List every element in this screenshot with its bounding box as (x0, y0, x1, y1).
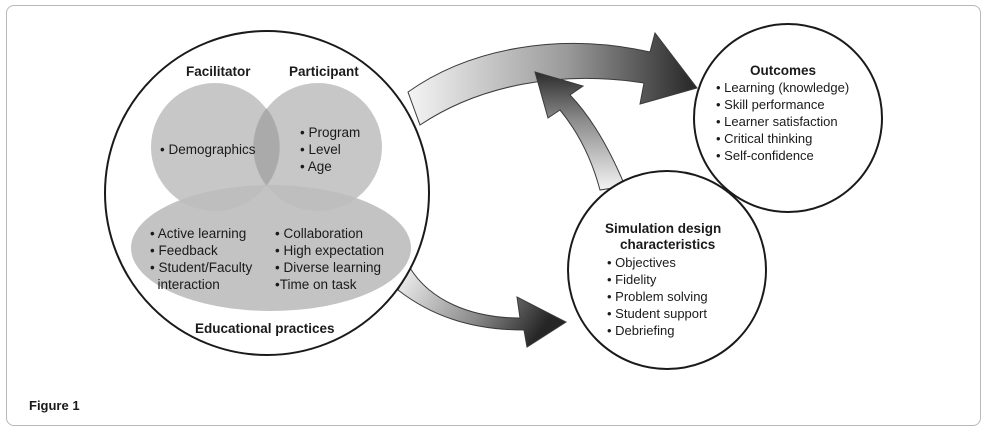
educational-practices-label: Educational practices (195, 321, 335, 336)
design-item: • Student support (607, 306, 707, 321)
educational-practices-ellipse (131, 185, 411, 311)
facilitator-circle (151, 83, 279, 211)
practice-item: • Active learning (150, 226, 246, 241)
practice-item: • Feedback (150, 243, 218, 258)
practice-item: • High expectation (275, 243, 384, 258)
venn-overlap (253, 108, 280, 186)
outcome-item: • Self-confidence (716, 148, 814, 163)
participant-item: • Age (300, 159, 332, 174)
arrow-to-design (397, 267, 568, 348)
participant-label: Participant (289, 64, 359, 79)
facilitator-label: Facilitator (186, 64, 251, 79)
participant-item: • Program (300, 125, 360, 140)
participant-item: • Level (300, 142, 341, 157)
design-item: • Debriefing (607, 323, 674, 338)
outcome-item: • Critical thinking (716, 131, 812, 146)
design-item: • Fidelity (607, 272, 657, 287)
outcome-item: • Skill performance (716, 97, 825, 112)
outcome-item: • Learner satisfaction (716, 114, 838, 129)
arrow-design-to-outcomes (534, 71, 626, 191)
practice-item: • Diverse learning (275, 260, 381, 275)
practice-item: • Student/Faculty (150, 260, 253, 275)
design-title: characteristics (620, 237, 715, 252)
design-item: • Problem solving (607, 289, 708, 304)
facilitator-item: • Demographics (160, 142, 256, 157)
outcomes-circle (693, 23, 883, 213)
practice-item: •Time on task (275, 277, 357, 292)
participant-circle (254, 83, 382, 211)
outcomes-title: Outcomes (750, 63, 816, 78)
practice-item: interaction (150, 277, 220, 292)
design-title: Simulation design (605, 221, 721, 236)
figure-caption: Figure 1 (29, 398, 80, 413)
practice-item: • Collaboration (275, 226, 363, 241)
design-item: • Objectives (607, 255, 676, 270)
simulation-design-circle (567, 170, 767, 370)
outcome-item: • Learning (knowledge) (716, 80, 849, 95)
